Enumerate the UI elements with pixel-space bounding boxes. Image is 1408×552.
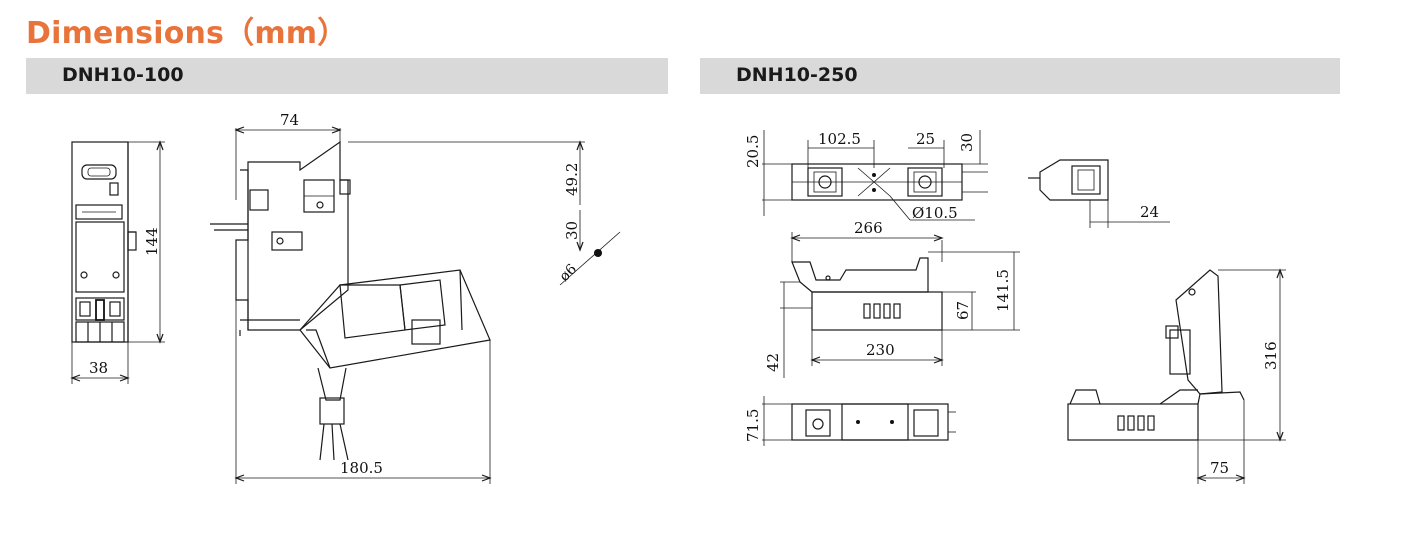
dim-width: 74 xyxy=(280,111,299,129)
dnh10-250-side-view: 266 141.5 67 230 42 xyxy=(764,219,1020,378)
dim-length: 266 xyxy=(854,219,883,237)
dim-base-left: 42 xyxy=(764,353,782,372)
dim-total-width: 180.5 xyxy=(340,459,383,477)
dim-open-depth: 75 xyxy=(1210,459,1229,477)
dim-bottom-height: 71.5 xyxy=(744,409,762,442)
dim-height-body: 67 xyxy=(954,301,972,320)
dim-left-top: 20.5 xyxy=(744,135,762,168)
page-title: Dimensions（mm） xyxy=(26,16,348,51)
dim-side-small: 24 xyxy=(1140,203,1159,221)
dim-open-height: 316 xyxy=(1262,341,1280,370)
dim-top-left: 102.5 xyxy=(818,130,861,148)
dnh10-250-bottom-view: 71.5 xyxy=(744,396,956,446)
dnh10-100-side-view: 74 180.5 49.2 xyxy=(210,111,621,484)
dim-height-total: 141.5 xyxy=(994,269,1012,312)
section-header-label: DNH10-100 xyxy=(62,64,184,86)
dim-top-right: 30 xyxy=(958,133,976,152)
dim-offset-b: 30 xyxy=(563,221,581,240)
section-header-dnh10-250: DNH10-250 xyxy=(700,58,1340,94)
dnh10-250-open-view: 316 75 xyxy=(1067,268,1286,484)
dim-hole-250: Ø10.5 xyxy=(912,204,958,222)
dim-height: 144 xyxy=(143,227,161,256)
dim-top-mid: 25 xyxy=(916,130,935,148)
dim-offset-a: 49.2 xyxy=(563,163,581,196)
dim-base: 230 xyxy=(866,341,895,359)
section-header-label: DNH10-250 xyxy=(736,64,858,86)
dnh10-250-top-view: 20.5 102.5 25 30 Ø10.5 xyxy=(744,130,988,222)
dnh10-250-end-view: 24 xyxy=(1028,159,1170,228)
section-header-dnh10-100: DNH10-100 xyxy=(26,58,668,94)
dnh10-100-front-view: 144 38 xyxy=(70,140,165,384)
dim-hole: ø6 xyxy=(557,261,581,285)
dim-depth: 38 xyxy=(89,359,108,377)
